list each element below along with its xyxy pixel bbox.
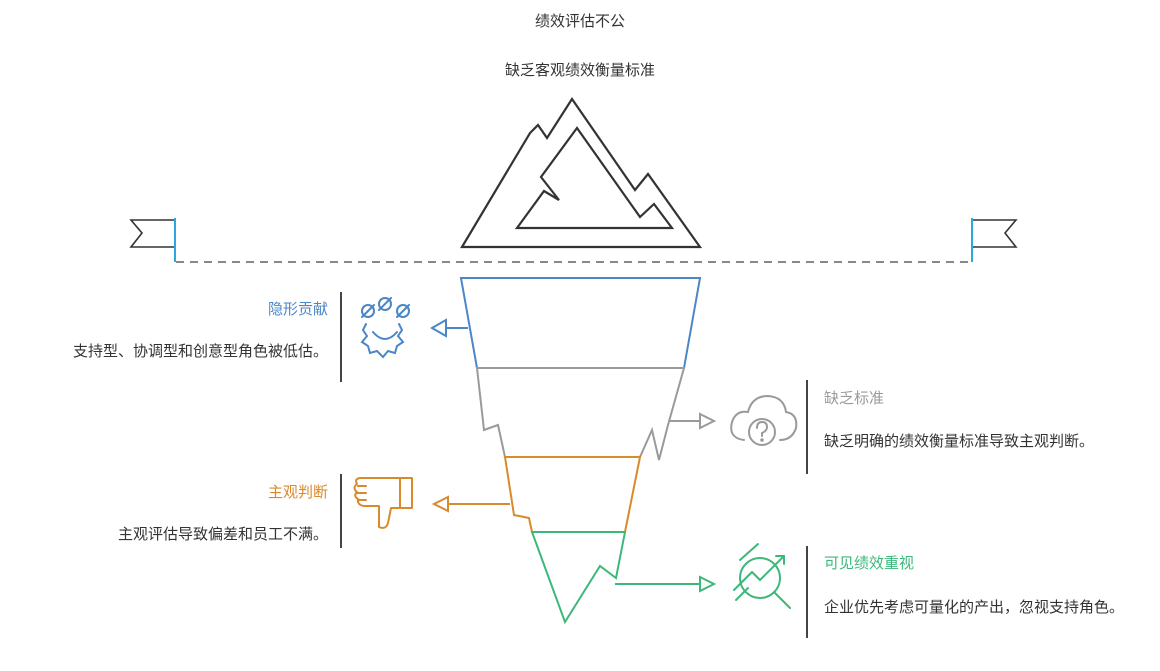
layer-desc-lack-of-standards: 缺乏明确的绩效衡量标准导致主观判断。 [824, 432, 1095, 450]
layer-visible-performance [530, 531, 627, 625]
arrow-lack-of-standards [670, 412, 717, 430]
separator-subjective-judgment [340, 474, 342, 548]
chart-magnifier-icon [733, 543, 791, 609]
layer-subjective-judgment [503, 456, 642, 533]
diagram-title: 绩效评估不公 [534, 12, 625, 30]
diagram-subtitle: 缺乏客观绩效衡量标准 [504, 61, 655, 79]
cloud-question-icon [730, 394, 798, 446]
separator-hidden-contribution [340, 292, 342, 382]
layer-title-lack-of-standards: 缺乏标准 [824, 389, 885, 407]
right-flag-icon [971, 218, 1018, 262]
layer-title-hidden-contribution: 隐形贡献 [267, 300, 328, 318]
layer-hidden-contribution [459, 277, 702, 369]
layer-title-visible-performance: 可见绩效重视 [824, 554, 915, 572]
layer-title-subjective-judgment: 主观判断 [267, 483, 328, 501]
layer-desc-subjective-judgment: 主观评估导致偏差和员工不满。 [117, 525, 328, 543]
arrow-hidden-contribution [429, 318, 468, 338]
iceberg-tip [460, 97, 703, 249]
layer-lack-of-standards [475, 367, 686, 461]
arrow-subjective-judgment [431, 495, 510, 513]
left-flag-icon [129, 218, 176, 262]
layer-desc-hidden-contribution: 支持型、协调型和创意型角色被低估。 [72, 342, 328, 360]
thumbs-down-icon [353, 477, 413, 529]
separator-lack-of-standards [806, 380, 808, 474]
layer-desc-visible-performance: 企业优先考虑可量化的产出，忽视支持角色。 [824, 598, 1125, 616]
team-gear-icon [360, 297, 410, 359]
arrow-visible-performance [615, 575, 717, 593]
separator-visible-performance [806, 546, 808, 638]
